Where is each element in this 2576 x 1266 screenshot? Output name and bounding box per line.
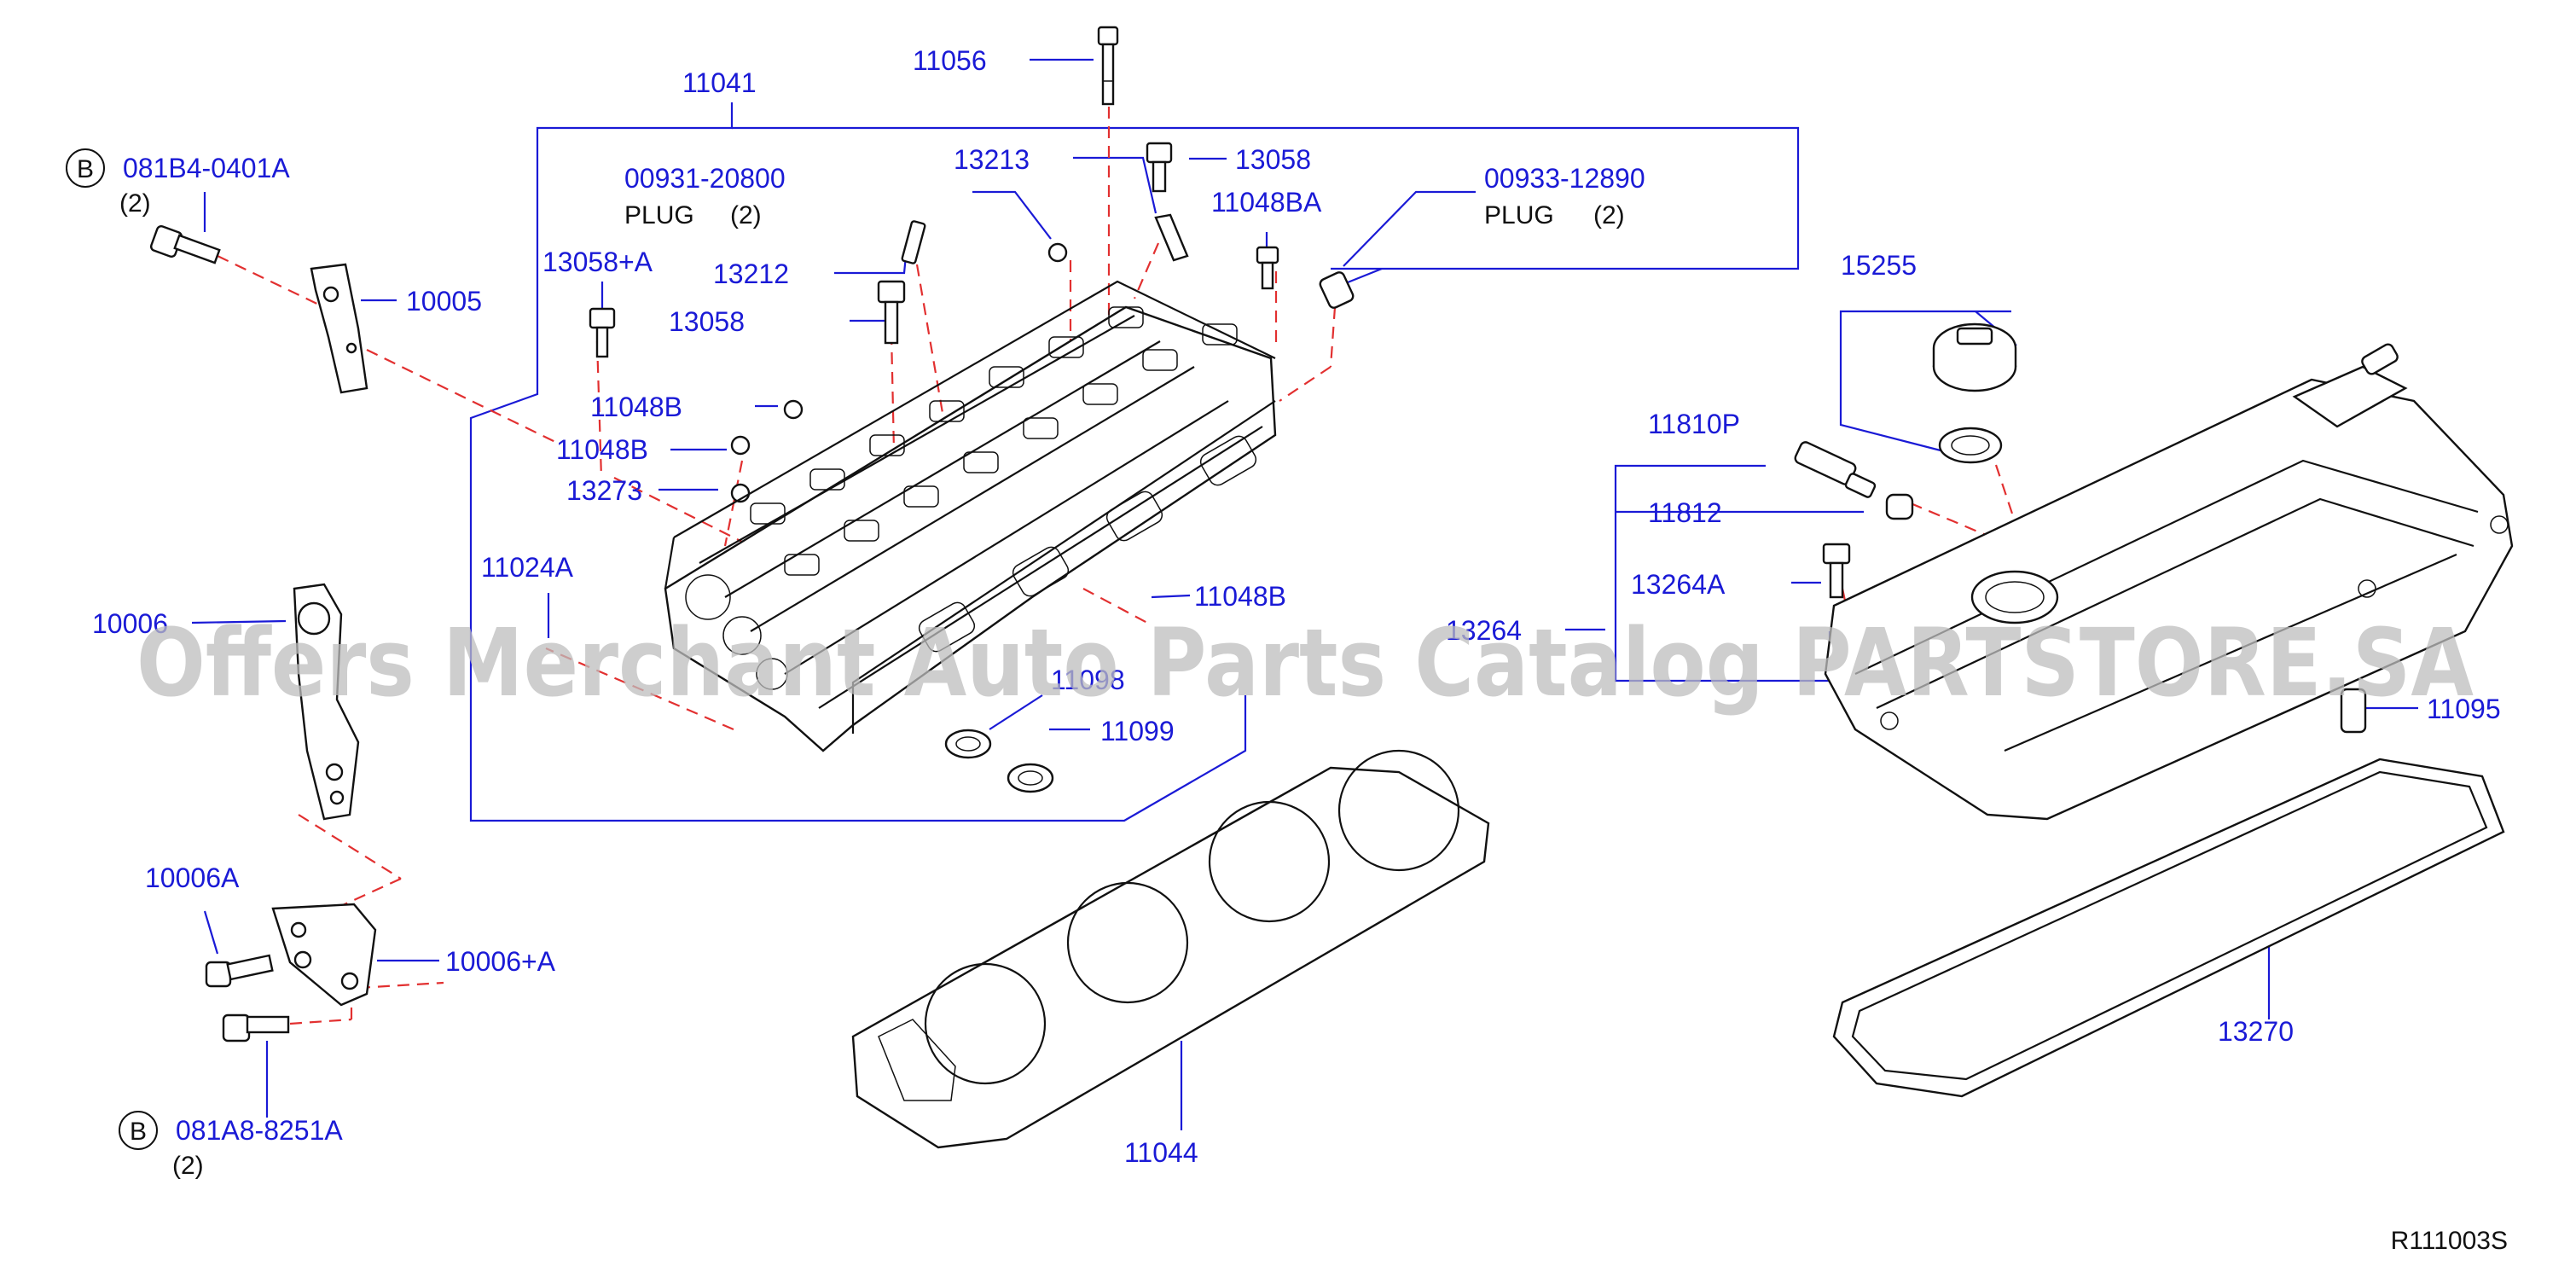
label-13212[interactable]: 13212 — [713, 258, 789, 289]
part-labels: 11041 11056 13213 13058 11048BA 00931-20… — [92, 45, 2501, 1180]
stud-13213[interactable] — [1154, 213, 1189, 262]
label-10006A[interactable]: 10006A — [145, 862, 240, 893]
svg-text:B: B — [77, 155, 94, 183]
seal-11099[interactable] — [1007, 763, 1054, 793]
label-15255[interactable]: 15255 — [1841, 250, 1917, 281]
bolt-13058A[interactable] — [589, 307, 616, 358]
bolt-081B4[interactable] — [149, 224, 221, 264]
label-qty-plug-00933: (2) — [1593, 201, 1625, 229]
callout-marker-bottom: B — [119, 1111, 158, 1150]
washer-11048B-2[interactable] — [730, 435, 751, 456]
pcv-valve-11810P[interactable] — [1794, 440, 1877, 498]
diagram-id: R111003S — [2391, 1227, 2508, 1255]
label-11812[interactable]: 11812 — [1648, 497, 1722, 528]
label-081A8-8251A[interactable]: 081A8-8251A — [176, 1115, 343, 1146]
label-11048BA[interactable]: 11048BA — [1211, 187, 1322, 218]
label-qty-plug-00931: (2) — [730, 201, 762, 229]
label-00933-12890[interactable]: 00933-12890 — [1484, 163, 1645, 194]
label-13058-top[interactable]: 13058 — [1235, 144, 1311, 175]
label-10006[interactable]: 10006 — [92, 608, 168, 639]
svg-text:B: B — [130, 1118, 147, 1146]
label-10005[interactable]: 10005 — [406, 286, 482, 316]
label-10006plusA[interactable]: 10006+A — [445, 946, 556, 977]
bracket-10005[interactable] — [310, 263, 368, 394]
bracket-10006[interactable] — [293, 583, 360, 821]
label-qty-081B4: (2) — [119, 189, 151, 218]
label-11048B-3[interactable]: 11048B — [1194, 581, 1286, 612]
plug-00931[interactable] — [1047, 242, 1068, 263]
bolt-11056[interactable] — [1097, 26, 1119, 106]
watermark: Offers Merchant Auto Parts Catalog PARTS… — [136, 608, 2474, 717]
bolt-13058-top[interactable] — [1146, 142, 1173, 193]
head-gasket-11044[interactable] — [851, 749, 1490, 1149]
bolt-13264A[interactable] — [1822, 543, 1851, 599]
rocker-gasket-13270[interactable] — [1832, 758, 2505, 1098]
label-11098[interactable]: 11098 — [1051, 665, 1125, 695]
label-plug-00931: PLUG — [624, 201, 694, 229]
label-13058A[interactable]: 13058+A — [542, 247, 653, 277]
label-00931-20800[interactable]: 00931-20800 — [624, 163, 786, 194]
label-13264A[interactable]: 13264A — [1631, 569, 1726, 600]
label-11044[interactable]: 11044 — [1124, 1137, 1198, 1168]
parts — [149, 26, 2514, 1149]
bolt-081A8[interactable] — [222, 1013, 290, 1042]
oil-filler-cap-15255[interactable] — [1932, 322, 2017, 392]
sleeve-11095[interactable] — [2340, 688, 2367, 734]
label-13273[interactable]: 13273 — [566, 475, 642, 506]
label-11810P[interactable]: 11810P — [1648, 409, 1740, 439]
bolt-10006A[interactable] — [205, 954, 274, 988]
label-11056[interactable]: 11056 — [913, 45, 987, 76]
dowel-13212[interactable] — [901, 220, 926, 264]
grommet-11812[interactable] — [1885, 493, 1914, 520]
label-13213[interactable]: 13213 — [954, 144, 1030, 175]
washer-11048B-1[interactable] — [783, 399, 804, 420]
label-11099[interactable]: 11099 — [1100, 716, 1175, 746]
cap-gasket[interactable] — [1938, 427, 2003, 464]
label-11024A[interactable]: 11024A — [481, 552, 574, 583]
cylinder-head-11041[interactable] — [664, 280, 1277, 752]
label-11041[interactable]: 11041 — [682, 67, 757, 98]
bolt-11048BA[interactable] — [1256, 246, 1279, 290]
label-081B4-0401A[interactable]: 081B4-0401A — [123, 153, 290, 183]
label-11048B-1[interactable]: 11048B — [590, 392, 682, 422]
label-plug-00933: PLUG — [1484, 201, 1554, 229]
label-13270[interactable]: 13270 — [2218, 1016, 2294, 1047]
label-11048B-2[interactable]: 11048B — [556, 434, 648, 465]
plug-00933[interactable] — [1319, 270, 1355, 309]
label-11095[interactable]: 11095 — [2427, 694, 2501, 724]
label-qty-081A8: (2) — [172, 1152, 204, 1180]
callout-marker-top: B — [66, 148, 105, 188]
bolt-13058-mid[interactable] — [877, 280, 906, 345]
label-13264[interactable]: 13264 — [1446, 615, 1522, 646]
label-13058-mid[interactable]: 13058 — [669, 306, 745, 337]
rocker-cover-13264[interactable] — [1824, 342, 2514, 821]
bracket-10006A[interactable] — [271, 903, 377, 1007]
seal-11098[interactable] — [944, 729, 992, 759]
